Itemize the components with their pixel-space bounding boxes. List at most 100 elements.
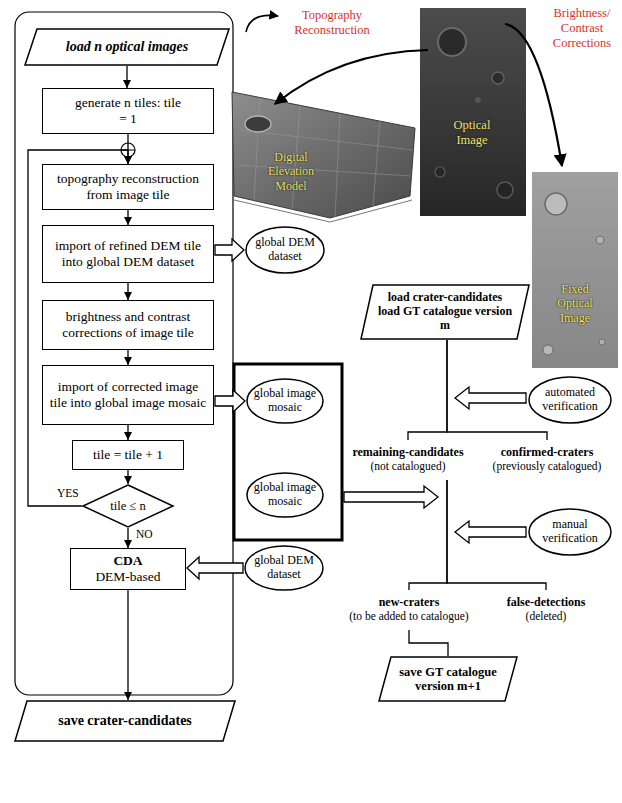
figure-caption-label: Fixed Optical Image: [545, 282, 605, 325]
flow-connector: [123, 66, 131, 88]
data-ellipse-shape: [247, 473, 323, 517]
dem-plot: [232, 92, 415, 218]
node-sublabel: (deleted): [526, 610, 567, 623]
hollow-arrow: [455, 387, 526, 409]
node-label: remaining-candidates: [352, 446, 463, 460]
node-label: tile ≤ n: [110, 499, 145, 513]
node-sublabel: (previously catalogued): [493, 460, 602, 473]
io-parallelogram-shape: [379, 657, 517, 701]
node-label: CDA: [113, 553, 142, 569]
figure-caption-label: Topography Reconstruction: [286, 8, 378, 38]
hollow-arrow: [215, 239, 244, 261]
node-label: topography reconstruction from image til…: [49, 171, 207, 202]
node-sublabel: (to be added to catalogue): [349, 610, 468, 623]
arrow-head: [124, 156, 132, 164]
process-arrow: [246, 15, 278, 32]
optical-image: [420, 8, 526, 216]
flow-connector: [408, 340, 447, 440]
arrow-head: [124, 540, 132, 548]
crater-mark: [435, 167, 445, 177]
io-parallelogram: load crater-candidatesload GT catalogue …: [360, 284, 530, 340]
flow-connector: [124, 210, 132, 225]
edge-label: NO: [135, 528, 154, 541]
node-label: save crater-candidates: [58, 713, 192, 729]
node-label: global DEM dataset: [251, 236, 319, 264]
node-label: brightness and contrast corrections of i…: [49, 309, 207, 340]
dem-surface: [232, 92, 415, 222]
flow-connector: [409, 630, 448, 656]
fixed-optical-image: [532, 172, 618, 368]
connector-line: [408, 340, 447, 440]
flow-connector: [187, 557, 243, 579]
category-node: new-craters(to be added to catalogue): [340, 590, 478, 630]
figure-caption-label: Brightness/ Contrast Corrections: [546, 6, 618, 51]
hollow-arrow: [215, 390, 245, 412]
data-ellipse-shape: [245, 546, 323, 590]
arrow-head: [124, 217, 132, 225]
figure-caption-label: Digital Elevation Model: [260, 150, 322, 193]
crater-mark: [596, 236, 604, 244]
connector-line: [409, 480, 447, 590]
crater-mark: [438, 28, 466, 56]
arrow-head: [124, 357, 132, 365]
highlight-frame: [234, 364, 342, 540]
arrow-head: [124, 292, 132, 300]
dem-mesh: [238, 98, 413, 217]
node-label: global DEM dataset: [250, 554, 318, 582]
flow-connector: [124, 283, 132, 300]
data-ellipse-shape: [529, 509, 611, 555]
crater-mark: [543, 345, 553, 355]
process-box: brightness and contrast corrections of i…: [42, 300, 214, 350]
figure-caption-label: Optical Image: [444, 118, 500, 148]
data-ellipse: manual verification: [528, 508, 612, 556]
crater-mark: [475, 97, 481, 103]
connector-line: [127, 590, 128, 700]
flow-connector: [124, 590, 132, 700]
hollow-arrow: [187, 557, 243, 579]
io-parallelogram-shape: [361, 285, 529, 339]
process-box: generate n tiles: tile = 1: [42, 88, 214, 134]
node-sublabel: (not catalogued): [370, 460, 445, 473]
node-label: save GT catalogue version m+1: [394, 665, 502, 694]
process-group-outline: [15, 12, 233, 695]
decision-diamond-shape: [83, 485, 173, 527]
process-box: topography reconstruction from image til…: [42, 164, 214, 210]
crater-mark: [492, 72, 504, 84]
process-box: CDADEM-based: [70, 548, 186, 590]
flow-connector: [215, 239, 244, 261]
flow-connector: [124, 528, 132, 548]
node-label: tile = tile + 1: [93, 447, 163, 463]
node-label: manual verification: [534, 518, 606, 546]
data-ellipse: global DEM dataset: [245, 226, 325, 274]
node-label: load n optical images: [66, 39, 189, 55]
flow-connector: [124, 470, 132, 484]
io-parallelogram: save GT catalogue version m+1: [378, 656, 518, 702]
process-box: import of corrected image tile into glob…: [42, 365, 214, 425]
node-label: false-detections: [507, 596, 586, 610]
node-sublabel: DEM-based: [95, 569, 160, 585]
io-parallelogram: save crater-candidates: [14, 700, 236, 742]
fixed-image-frame: [532, 172, 618, 368]
dem-axis: [234, 200, 412, 222]
data-ellipse-shape: [247, 379, 323, 423]
data-ellipse: automated verification: [528, 376, 612, 424]
io-parallelogram: load n optical images: [24, 28, 230, 66]
arrow-head: [123, 80, 131, 88]
node-label: load crater-candidates: [388, 291, 503, 305]
node-label: import of refined DEM tile into global D…: [49, 238, 207, 269]
node-label: confirmed-craters: [501, 446, 594, 460]
io-parallelogram-shape: [15, 701, 235, 741]
data-ellipse-shape: [246, 227, 324, 273]
category-node: confirmed-craters(previously catalogued): [480, 440, 614, 480]
node-label: global image mosaic: [252, 481, 318, 509]
node-label: automated verification: [534, 386, 606, 414]
flow-connector: [215, 390, 245, 412]
data-ellipse: global image mosaic: [246, 472, 324, 518]
data-ellipse: global DEM dataset: [244, 545, 324, 591]
data-ellipse-shape: [529, 377, 611, 423]
process-box: import of refined DEM tile into global D…: [42, 225, 214, 283]
process-box: tile = tile + 1: [72, 440, 184, 470]
node-label: generate n tiles: tile = 1: [72, 95, 184, 126]
crater-mark: [245, 116, 271, 132]
arrow-head: [124, 156, 132, 164]
